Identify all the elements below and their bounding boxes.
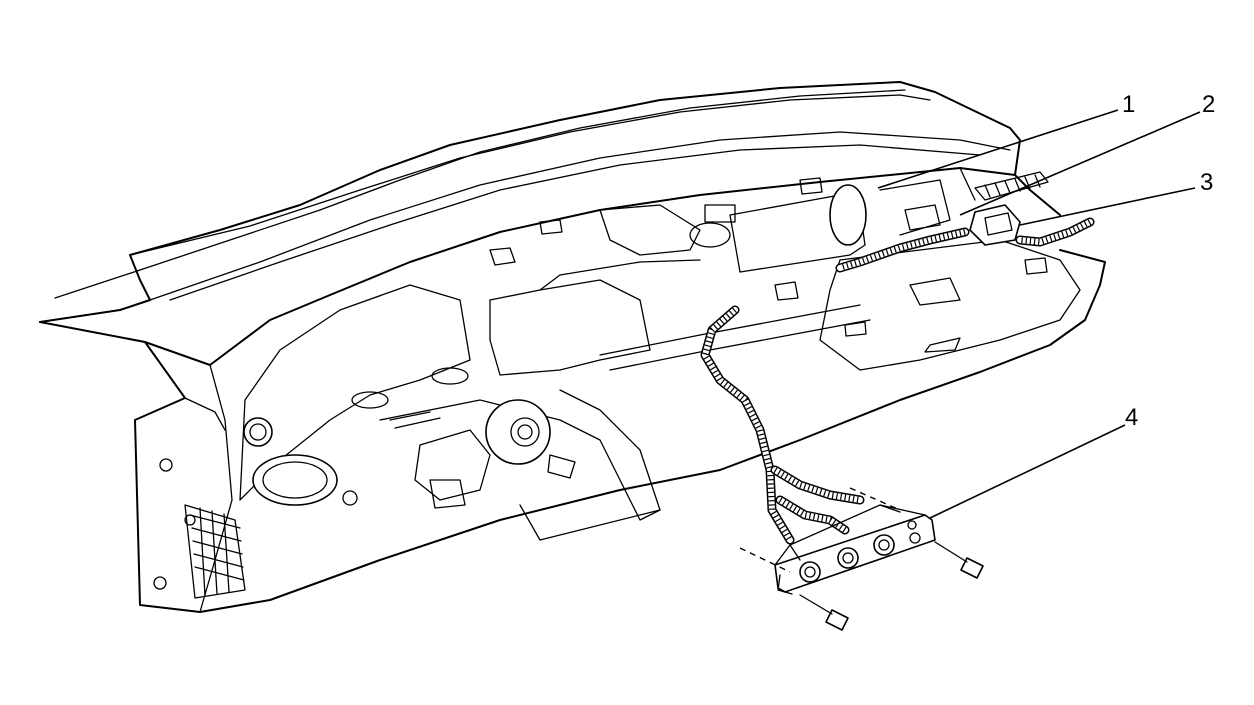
left-end-vent [153,458,246,599]
passenger-airbag-module [729,177,951,273]
hvac-screw-lower [739,547,849,631]
callout-4: 4 [1125,404,1138,431]
cluster-opening [239,284,471,506]
glove-box-area [774,167,1081,371]
steering-column-support [379,389,661,541]
hvac-screw-upper [849,487,984,579]
center-duct [489,204,871,376]
right-defrost-grille [974,171,1049,201]
harness-connector [969,204,1021,246]
callout-2-leader [959,111,1201,216]
hvac-control-assembly [774,504,936,595]
callout-3: 3 [1200,169,1213,196]
callout-1-leader [877,109,1119,189]
wiring-harness [700,217,1095,545]
callout-3-leader [1019,187,1196,226]
callout-2: 2 [1202,91,1215,118]
callout-1: 1 [1122,91,1135,118]
callout-4-leader [929,424,1126,519]
